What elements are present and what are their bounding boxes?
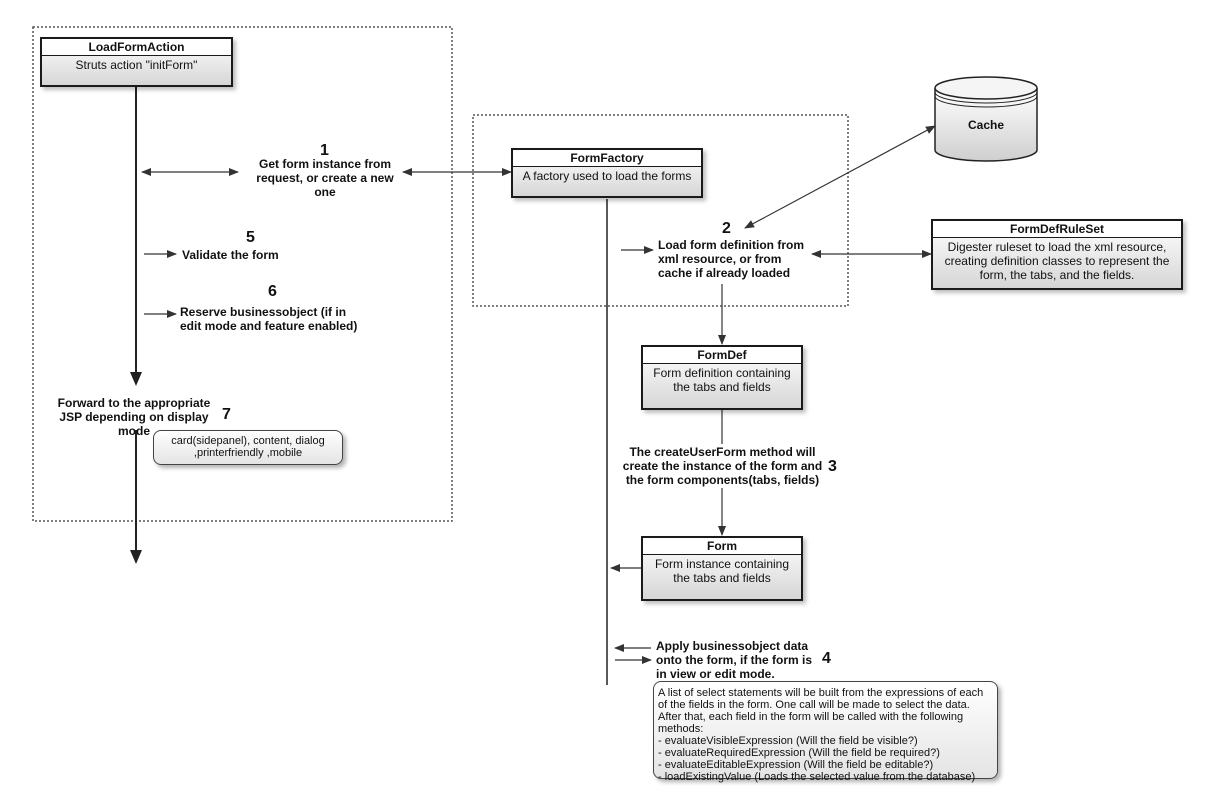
step-3-text: The createUserForm method will create th… [622,445,823,487]
display-modes-note: card(sidepanel), content, dialog ,printe… [153,430,343,465]
group-frame-left [32,26,453,522]
step-7-text: Forward to the appropriate JSP depending… [57,396,211,438]
cache-label: Cache [967,118,1005,132]
form-def-box: FormDef Form definition containing the t… [641,345,803,410]
evaluation-note-item: - evaluateVisibleExpression (Will the fi… [658,735,918,747]
evaluation-note-intro: A list of select statements will be buil… [658,687,984,735]
evaluation-note-item: - evaluateEditableExpression (Will the f… [658,759,934,771]
form-def-title: FormDef [643,347,801,364]
step-7-number: 7 [222,406,231,423]
evaluation-note-item: - evaluateRequiredExpression (Will the f… [658,747,940,759]
step-5-number: 5 [246,229,255,246]
step-6-number: 6 [268,283,277,300]
load-form-action-box: LoadFormAction Struts action "initForm" [40,37,233,87]
form-def-rule-set-body: Digester ruleset to load the xml resourc… [944,240,1170,282]
step-3-number: 3 [828,458,837,475]
step-2-number: 2 [722,220,731,237]
step-5-text: Validate the form [182,248,279,262]
form-def-rule-set-box: FormDefRuleSet Digester ruleset to load … [931,219,1183,290]
evaluation-note-item: - loadExistingValue (Loads the selected … [658,771,976,783]
form-factory-title: FormFactory [513,150,701,167]
step-2-text: Load form definition from xml resource, … [658,238,804,280]
step-1-number: 1 [320,142,329,159]
load-form-action-title: LoadFormAction [42,39,231,56]
step-4-number: 4 [822,650,831,667]
cache-arrow [744,125,936,229]
form-body: Form instance containing the tabs and fi… [654,557,790,585]
form-factory-box: FormFactory A factory used to load the f… [511,148,703,198]
form-def-rule-set-title: FormDefRuleSet [933,221,1181,238]
form-factory-body: A factory used to load the forms [522,169,692,183]
group-frame-factory [472,114,849,307]
step-4-text: Apply businessobject data onto the form,… [656,639,812,681]
step-6-text: Reserve businessobject (if in edit mode … [180,305,358,333]
step-1-text: Get form instance from request, or creat… [256,157,394,199]
form-box: Form Form instance containing the tabs a… [641,536,803,601]
form-def-body: Form definition containing the tabs and … [653,366,791,394]
cache-database-icon [934,76,1038,162]
evaluation-note: A list of select statements will be buil… [653,681,998,783]
load-form-action-body: Struts action "initForm" [75,58,198,72]
form-title: Form [643,538,801,555]
